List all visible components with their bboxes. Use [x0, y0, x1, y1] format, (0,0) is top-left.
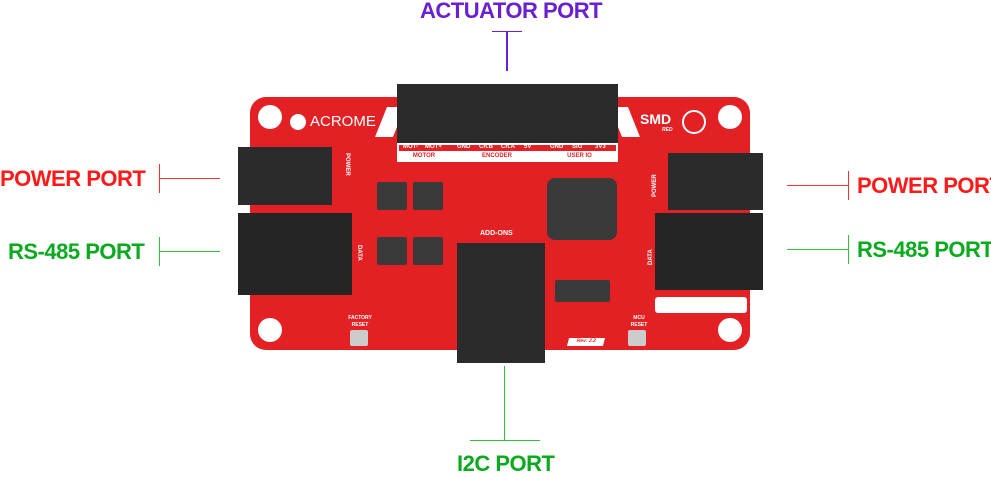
mount-hole: [718, 105, 742, 129]
pin-label: MOT+: [425, 144, 442, 150]
callout-tick: [159, 237, 160, 266]
ic-chip: [413, 182, 443, 210]
factory-reset-button[interactable]: [350, 330, 368, 346]
mcu-chip: [547, 178, 617, 240]
power-jack-left: [238, 147, 332, 205]
callout-line: [504, 366, 505, 440]
rs485-port-left-label: RS-485 PORT: [8, 239, 145, 264]
smd-logo-icon: [682, 110, 706, 134]
pin-label: GND: [550, 144, 564, 150]
callout-line: [787, 249, 848, 250]
i2c-port-label: I2C PORT: [457, 451, 555, 476]
addons-label: ADD-ONS: [480, 230, 513, 237]
acrome-logo-icon: [290, 114, 306, 130]
callout-tick: [492, 31, 522, 32]
revision-label: Rev: 2.2: [566, 338, 606, 346]
mount-hole: [718, 318, 742, 342]
power-right-label: POWER: [652, 174, 658, 197]
pin-label: SIG: [572, 144, 583, 150]
pin-label: 5V: [524, 144, 532, 150]
callout-tick: [159, 164, 160, 193]
callout-line: [787, 185, 848, 186]
mcu-reset-button[interactable]: [628, 330, 646, 346]
mcu-reset-label: MCU RESET: [630, 315, 648, 328]
ic-chip: [555, 280, 610, 302]
factory-reset-label: FACTORY RESET: [348, 315, 372, 328]
actuator-connector: [397, 84, 618, 143]
callout-line: [506, 31, 508, 71]
pin-label: 3V3: [595, 144, 606, 150]
group-label: USER IO: [557, 153, 602, 159]
rs485-port-right-label: RS-485 PORT: [857, 237, 991, 262]
group-label: ENCODER: [472, 153, 522, 159]
power-port-right-label: POWER PORT: [857, 173, 991, 198]
ic-chip: [377, 237, 407, 265]
callout-line: [160, 251, 220, 252]
ic-chip: [413, 237, 443, 265]
pin-label: Ch.A: [501, 144, 515, 150]
brand-name: ACROME: [310, 113, 376, 130]
mount-hole: [258, 318, 282, 342]
ic-chip: [377, 182, 407, 210]
pin-header: [655, 297, 747, 313]
pin-label: GND: [457, 144, 471, 150]
rs485-jack-right: [655, 213, 763, 290]
pin-label: MOT-: [403, 144, 418, 150]
actuator-pin-strip: MOT- MOT+ GND Ch.B Ch.A 5V GND SIG 3V3 M…: [397, 143, 618, 162]
power-port-left-label: POWER PORT: [0, 166, 146, 191]
data-left-label: DATA: [356, 245, 362, 261]
power-jack-right: [668, 153, 763, 210]
mount-hole: [258, 105, 282, 129]
actuator-port-label: ACTUATOR PORT: [420, 0, 603, 23]
product-name: SMD: [640, 111, 672, 127]
callout-tick: [470, 440, 540, 441]
callout-line: [160, 178, 220, 179]
power-left-label: POWER: [344, 153, 350, 176]
data-right-label: DATA: [648, 249, 654, 265]
group-label: MOTOR: [407, 153, 441, 159]
callout-tick: [848, 235, 849, 264]
callout-tick: [848, 171, 849, 200]
rs485-jack-left: [238, 213, 352, 295]
product-sub: RED: [662, 127, 673, 133]
i2c-connector: [457, 243, 545, 363]
pin-label: Ch.B: [479, 144, 493, 150]
